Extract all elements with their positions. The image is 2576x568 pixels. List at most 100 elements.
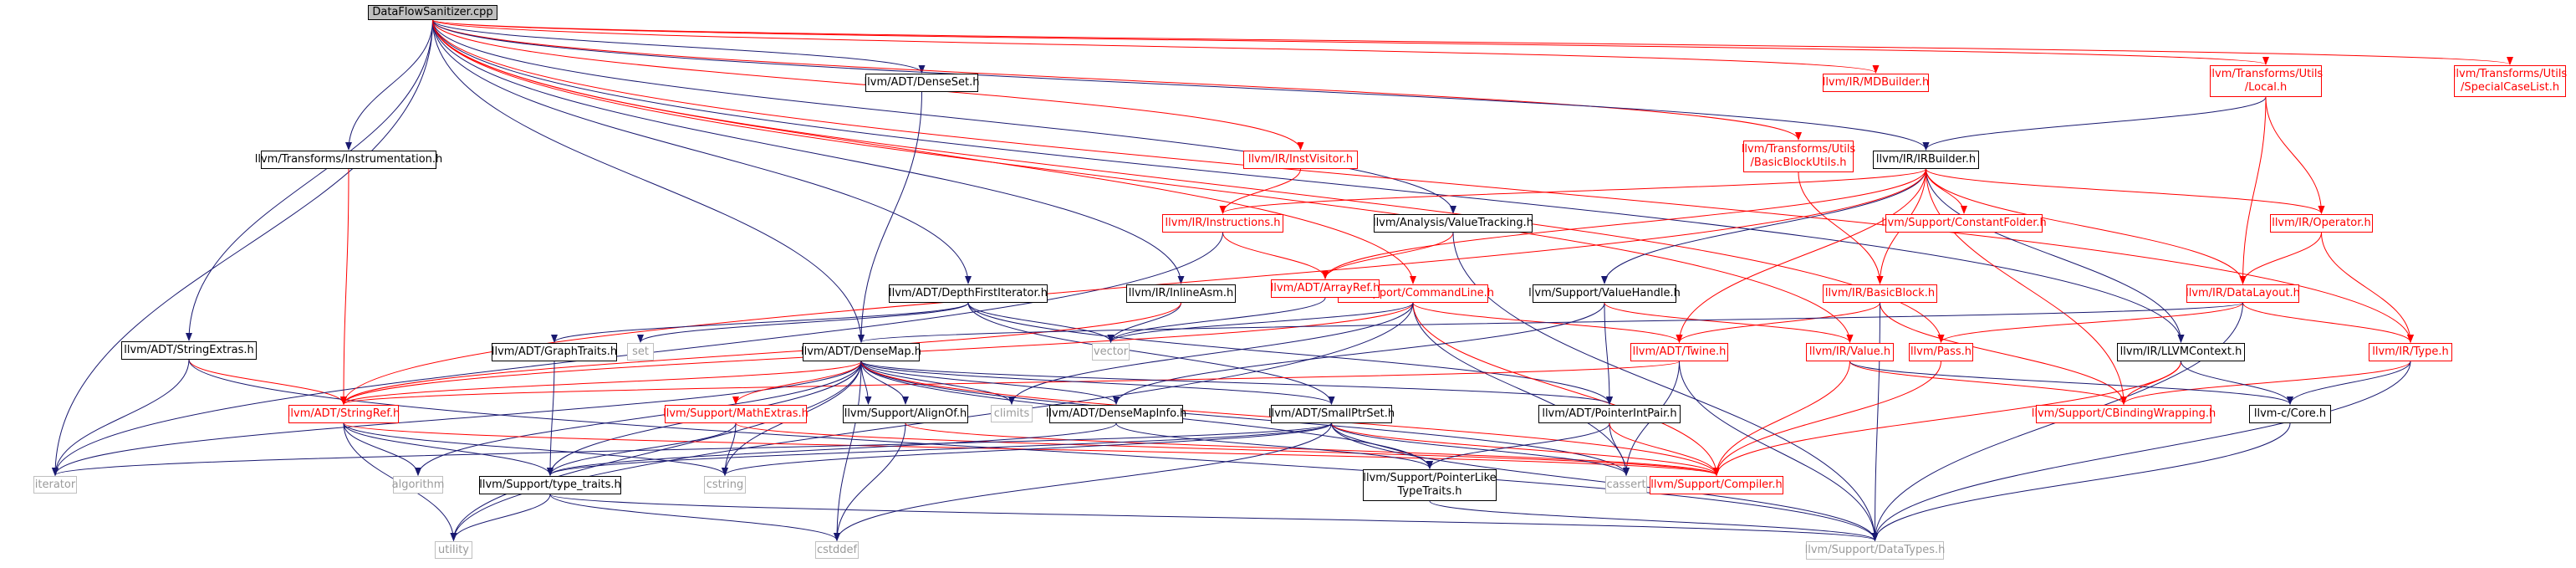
- node-iterator: iterator: [33, 476, 77, 494]
- node-value[interactable]: llvm/IR/Value.h: [1806, 343, 1894, 361]
- edge-root-to-iterator: [52, 19, 433, 476]
- edge-irbuilder-to-operator: [1926, 168, 2325, 214]
- node-instrumentation[interactable]: llvm/Transforms/Instrumentation.h: [255, 151, 442, 169]
- node-core[interactable]: llvm-c/Core.h: [2249, 405, 2331, 423]
- edge-pass-to-compiler: [1713, 361, 1941, 476]
- edge-densemap-to-iterator: [52, 361, 862, 476]
- node-stringref[interactable]: llvm/ADT/StringRef.h: [288, 405, 400, 423]
- node-twine[interactable]: llvm/ADT/Twine.h: [1630, 343, 1728, 361]
- edge-alignof-to-cstddef: [834, 422, 906, 541]
- node-llvmcontext[interactable]: llvm/IR/LLVMContext.h: [2117, 343, 2245, 361]
- node-mdbuilder[interactable]: llvm/IR/MDBuilder.h: [1823, 74, 1929, 92]
- node-inlineasm[interactable]: llvm/IR/InlineAsm.h: [1126, 284, 1236, 303]
- edge-type-to-cbindingwrapping: [2120, 361, 2411, 405]
- edge-irbuilder-to-cbindingwrapping: [1926, 168, 2127, 405]
- edge-smallptrset-to-compiler: [1331, 422, 1720, 476]
- edge-value-to-cbindingwrapping: [1849, 361, 2127, 405]
- edge-type-to-datatypes: [1871, 361, 2411, 541]
- node-basicblock[interactable]: llvm/IR/BasicBlock.h: [1823, 284, 1937, 303]
- node-alignof[interactable]: llvm/Support/AlignOf.h: [843, 405, 968, 423]
- edge-inlineasm-to-stringref: [340, 302, 1181, 405]
- edge-datalayout-to-type: [2242, 302, 2414, 343]
- edge-densemap-to-algorithm: [415, 361, 862, 476]
- edge-pointerliketypetraits-to-datatypes: [1429, 500, 1879, 541]
- node-vector: vector: [1092, 343, 1130, 361]
- edge-root-to-stringextras: [186, 19, 433, 341]
- node-mathextras[interactable]: llvm/Support/MathExtras.h: [663, 405, 809, 423]
- node-smallptrset[interactable]: llvm/ADT/SmallPtrSet.h: [1268, 405, 1395, 423]
- node-irbuilder[interactable]: llvm/IR/IRBuilder.h: [1873, 151, 1979, 169]
- edge-root-to-instrumentation: [345, 19, 433, 151]
- node-datalayout[interactable]: llvm/IR/DataLayout.h: [2186, 284, 2300, 303]
- node-local[interactable]: llvm/Transforms/Utils /Local.h: [2209, 65, 2323, 97]
- edge-commandline-to-compiler: [1412, 302, 1720, 476]
- node-operator[interactable]: llvm/IR/Operator.h: [2270, 214, 2373, 233]
- edge-stringextras-to-datatypes: [188, 359, 1879, 541]
- edge-twine-to-stringref: [340, 361, 1680, 405]
- node-graphtraits[interactable]: llvm/ADT/GraphTraits.h: [492, 343, 617, 361]
- edge-densemap-to-climits: [860, 361, 1015, 405]
- edge-local-to-datalayout: [2239, 96, 2267, 284]
- edge-irbuilder-to-twine: [1676, 168, 1926, 343]
- edge-root-to-denseset: [432, 19, 926, 74]
- edge-graphtraits-to-typetraits: [547, 361, 555, 476]
- edge-datalayout-to-pass: [1937, 302, 2243, 343]
- node-root: DataFlowSanitizer.cpp: [368, 5, 497, 20]
- edge-densemap-to-cassert: [860, 361, 1630, 476]
- edge-densemap-to-cstddef: [834, 361, 862, 541]
- edge-root-to-type: [432, 19, 2414, 343]
- edge-commandline-to-vector: [1107, 302, 1414, 343]
- edge-smallptrset-to-cstddef: [834, 422, 1332, 541]
- node-basicblockutils[interactable]: llvm/Transforms/Utils /BasicBlockUtils.h: [1742, 141, 1855, 172]
- edge-type-to-core: [2287, 361, 2411, 405]
- edge-local-to-operator: [2265, 96, 2325, 214]
- node-pointerliketypetraits[interactable]: llvm/Support/PointerLike TypeTraits.h: [1363, 469, 1497, 501]
- node-valuetracking[interactable]: llvm/Analysis/ValueTracking.h: [1373, 214, 1533, 233]
- edge-basicblockutils-to-basicblock: [1798, 171, 1884, 284]
- node-cstring: cstring: [704, 476, 746, 494]
- edge-densemapinfo-to-pointerliketypetraits: [1115, 422, 1433, 469]
- node-compiler[interactable]: llvm/Support/Compiler.h: [1650, 476, 1783, 494]
- node-climits: climits: [991, 405, 1033, 422]
- node-type[interactable]: llvm/IR/Type.h: [2369, 343, 2452, 361]
- node-cbindingwrapping[interactable]: llvm/Support/CBindingWrapping.h: [2032, 405, 2216, 423]
- edge-depthfirst-to-set: [637, 302, 969, 343]
- node-specialcaselist[interactable]: llvm/Transforms/Utils /SpecialCaseList.h: [2453, 65, 2567, 97]
- node-pass[interactable]: llvm/Pass.h: [1909, 343, 1973, 361]
- node-instvisitor[interactable]: llvm/IR/InstVisitor.h: [1243, 151, 1358, 169]
- edge-densemap-to-mathextras: [732, 361, 862, 405]
- edge-mathextras-to-compiler: [735, 422, 1720, 476]
- edge-root-to-depthfirst: [432, 19, 972, 284]
- node-utility: utility: [435, 541, 472, 559]
- edge-root-to-densemap: [432, 19, 865, 343]
- node-arrayref[interactable]: llvm/ADT/ArrayRef.h: [1271, 279, 1380, 298]
- edge-stringref-to-cstring: [343, 422, 728, 476]
- node-typetraits[interactable]: llvm/Support/type_traits.h: [479, 476, 621, 494]
- node-densemap[interactable]: llvm/ADT/DenseMap.h: [801, 343, 921, 361]
- edge-llvmcontext-to-compiler: [1713, 361, 2181, 476]
- edge-valuehandle-to-densemapinfo: [1113, 302, 1605, 405]
- node-denseset[interactable]: llvm/ADT/DenseSet.h: [865, 74, 979, 92]
- edge-irbuilder-to-valuehandle: [1601, 168, 1926, 284]
- node-instructions[interactable]: llvm/IR/Instructions.h: [1162, 214, 1283, 233]
- edge-smallptrset-to-datatypes: [1331, 422, 1879, 541]
- edge-twine-to-datatypes: [1679, 361, 1879, 541]
- edge-densemap-to-smallptrset: [860, 361, 1335, 405]
- edge-root-to-basicblockutils: [432, 19, 1802, 141]
- edge-valuetracking-to-arrayref: [1322, 232, 1454, 279]
- node-densemapinfo[interactable]: llvm/ADT/DenseMapInfo.h: [1046, 405, 1186, 423]
- edge-root-to-value: [432, 19, 1854, 343]
- node-valuehandle[interactable]: llvm/Support/ValueHandle.h: [1528, 284, 1681, 303]
- edge-smallptrset-to-cstring: [722, 422, 1332, 476]
- edge-root-to-local: [432, 19, 2269, 65]
- edge-depthfirst-to-smallptrset: [967, 302, 1335, 405]
- node-pointerintpair[interactable]: llvm/ADT/PointerIntPair.h: [1538, 405, 1681, 423]
- edge-densemapinfo-to-typetraits: [547, 422, 1117, 476]
- node-stringextras[interactable]: llvm/ADT/StringExtras.h: [121, 341, 257, 360]
- edge-core-to-datatypes: [1871, 422, 2291, 541]
- node-set: set: [627, 343, 654, 361]
- edge-stringextras-to-iterator: [52, 359, 190, 476]
- node-constantfolder[interactable]: llvm/Support/ConstantFolder.h: [1881, 214, 2047, 233]
- node-depthfirst[interactable]: llvm/ADT/DepthFirstIterator.h: [889, 284, 1048, 303]
